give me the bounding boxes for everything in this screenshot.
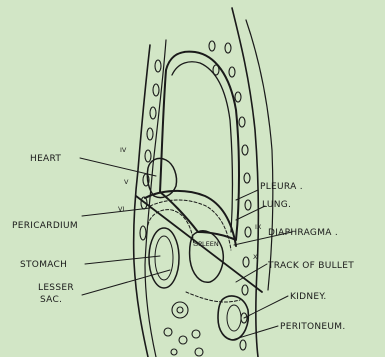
mark-vi: VI (118, 205, 124, 213)
mark-ix: IX (255, 223, 262, 231)
peritoneum-dashed-2 (186, 292, 240, 302)
pleura-line (172, 62, 232, 232)
label-lesser-sac-1: LESSER (38, 283, 74, 293)
label-pericardium: PERICARDIUM (12, 221, 78, 231)
label-diaphragma: DIAPHRAGMA . (268, 228, 338, 238)
mark-iv: IV (120, 146, 127, 154)
spleen-shape (190, 231, 224, 282)
label-spleen: SPLEEN (194, 240, 219, 248)
label-peritoneum: PERITONEUM. (280, 322, 346, 332)
label-pleura: PLEURA . (260, 182, 303, 192)
label-lung: LUNG. (262, 200, 291, 210)
label-stomach: STOMACH (20, 260, 67, 270)
lung-outline (160, 52, 239, 240)
stomach-shape (149, 228, 179, 288)
label-track-of-bullet: TRACK OF BULLET (267, 261, 354, 271)
intestine-loops (164, 302, 203, 356)
posterior-body-wall-outer (246, 20, 273, 290)
anterior-body-wall-inner (145, 40, 166, 357)
mark-x: X (253, 253, 258, 261)
mark-v: V (124, 178, 129, 186)
label-lesser-sac-2: SAC. (40, 295, 62, 305)
kidney-inner (227, 305, 241, 331)
label-heart: HEART (30, 154, 61, 164)
label-kidney: KIDNEY. (290, 292, 327, 302)
peritoneum-dashed (148, 210, 194, 245)
